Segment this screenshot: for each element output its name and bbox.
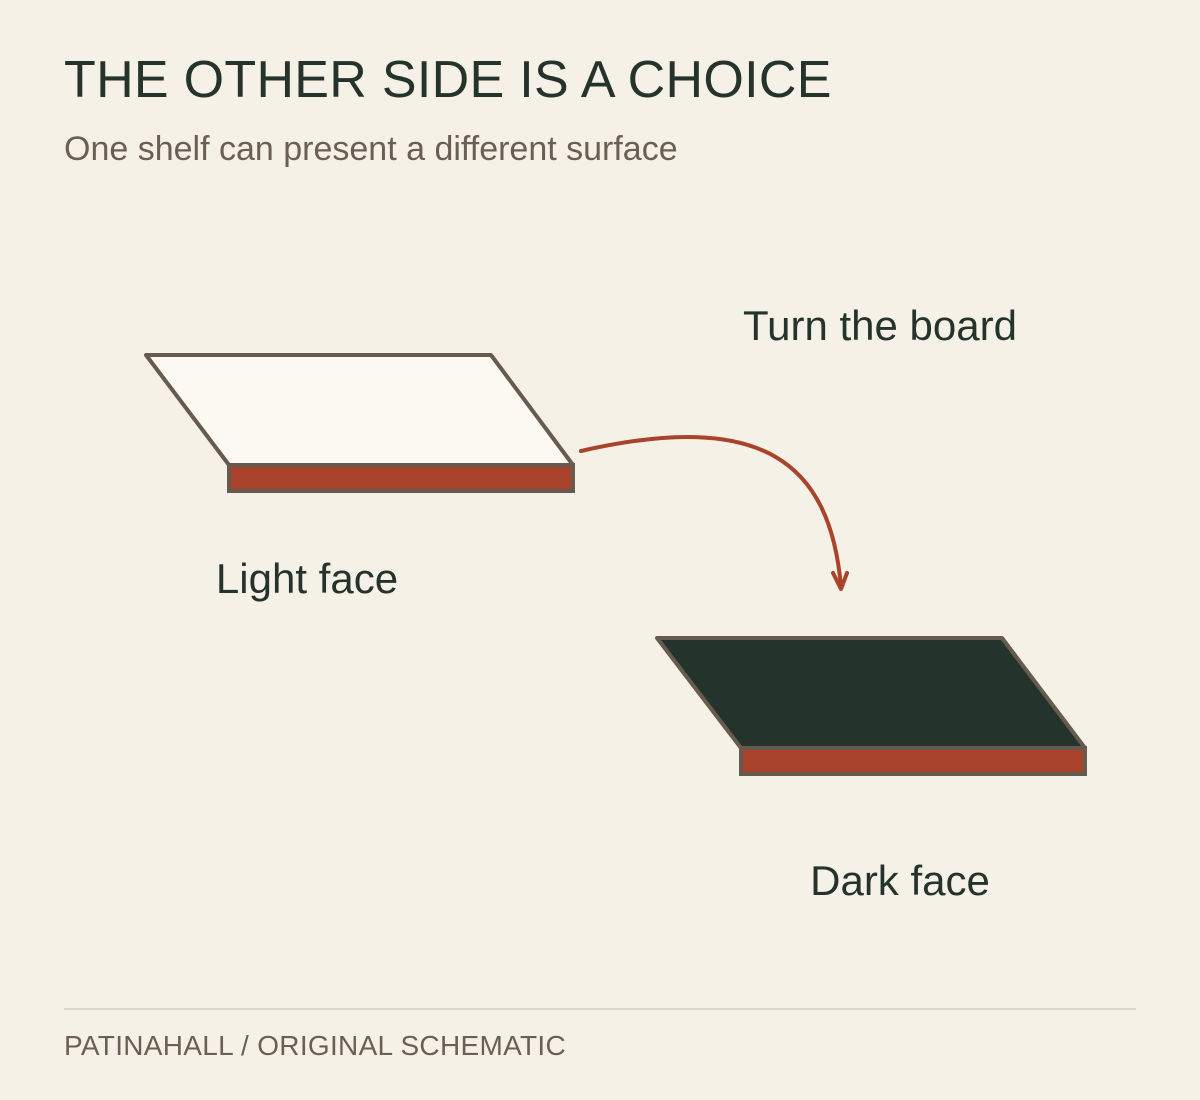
- footer-credit: PATINAHALL / ORIGINAL SCHEMATIC: [64, 1030, 566, 1061]
- footer-divider: [64, 1008, 1136, 1010]
- light-board-edge: [227, 463, 575, 493]
- turn-arrow: [579, 435, 849, 591]
- dark-board-edge: [739, 746, 1087, 776]
- light-board-face: [144, 353, 575, 467]
- arrow-head-icon: [831, 571, 849, 591]
- light-board: [144, 353, 575, 493]
- turn-arrow-curve: [579, 435, 843, 589]
- page-title: THE OTHER SIDE IS A CHOICE: [64, 51, 832, 109]
- dark-board-face: [655, 636, 1087, 750]
- turn-arrow-label: Turn the board: [743, 302, 1017, 349]
- light-board-label: Light face: [216, 555, 398, 602]
- page-subtitle: One shelf can present a different surfac…: [64, 130, 678, 168]
- dark-board-label: Dark face: [810, 857, 990, 904]
- dark-board: [655, 636, 1087, 776]
